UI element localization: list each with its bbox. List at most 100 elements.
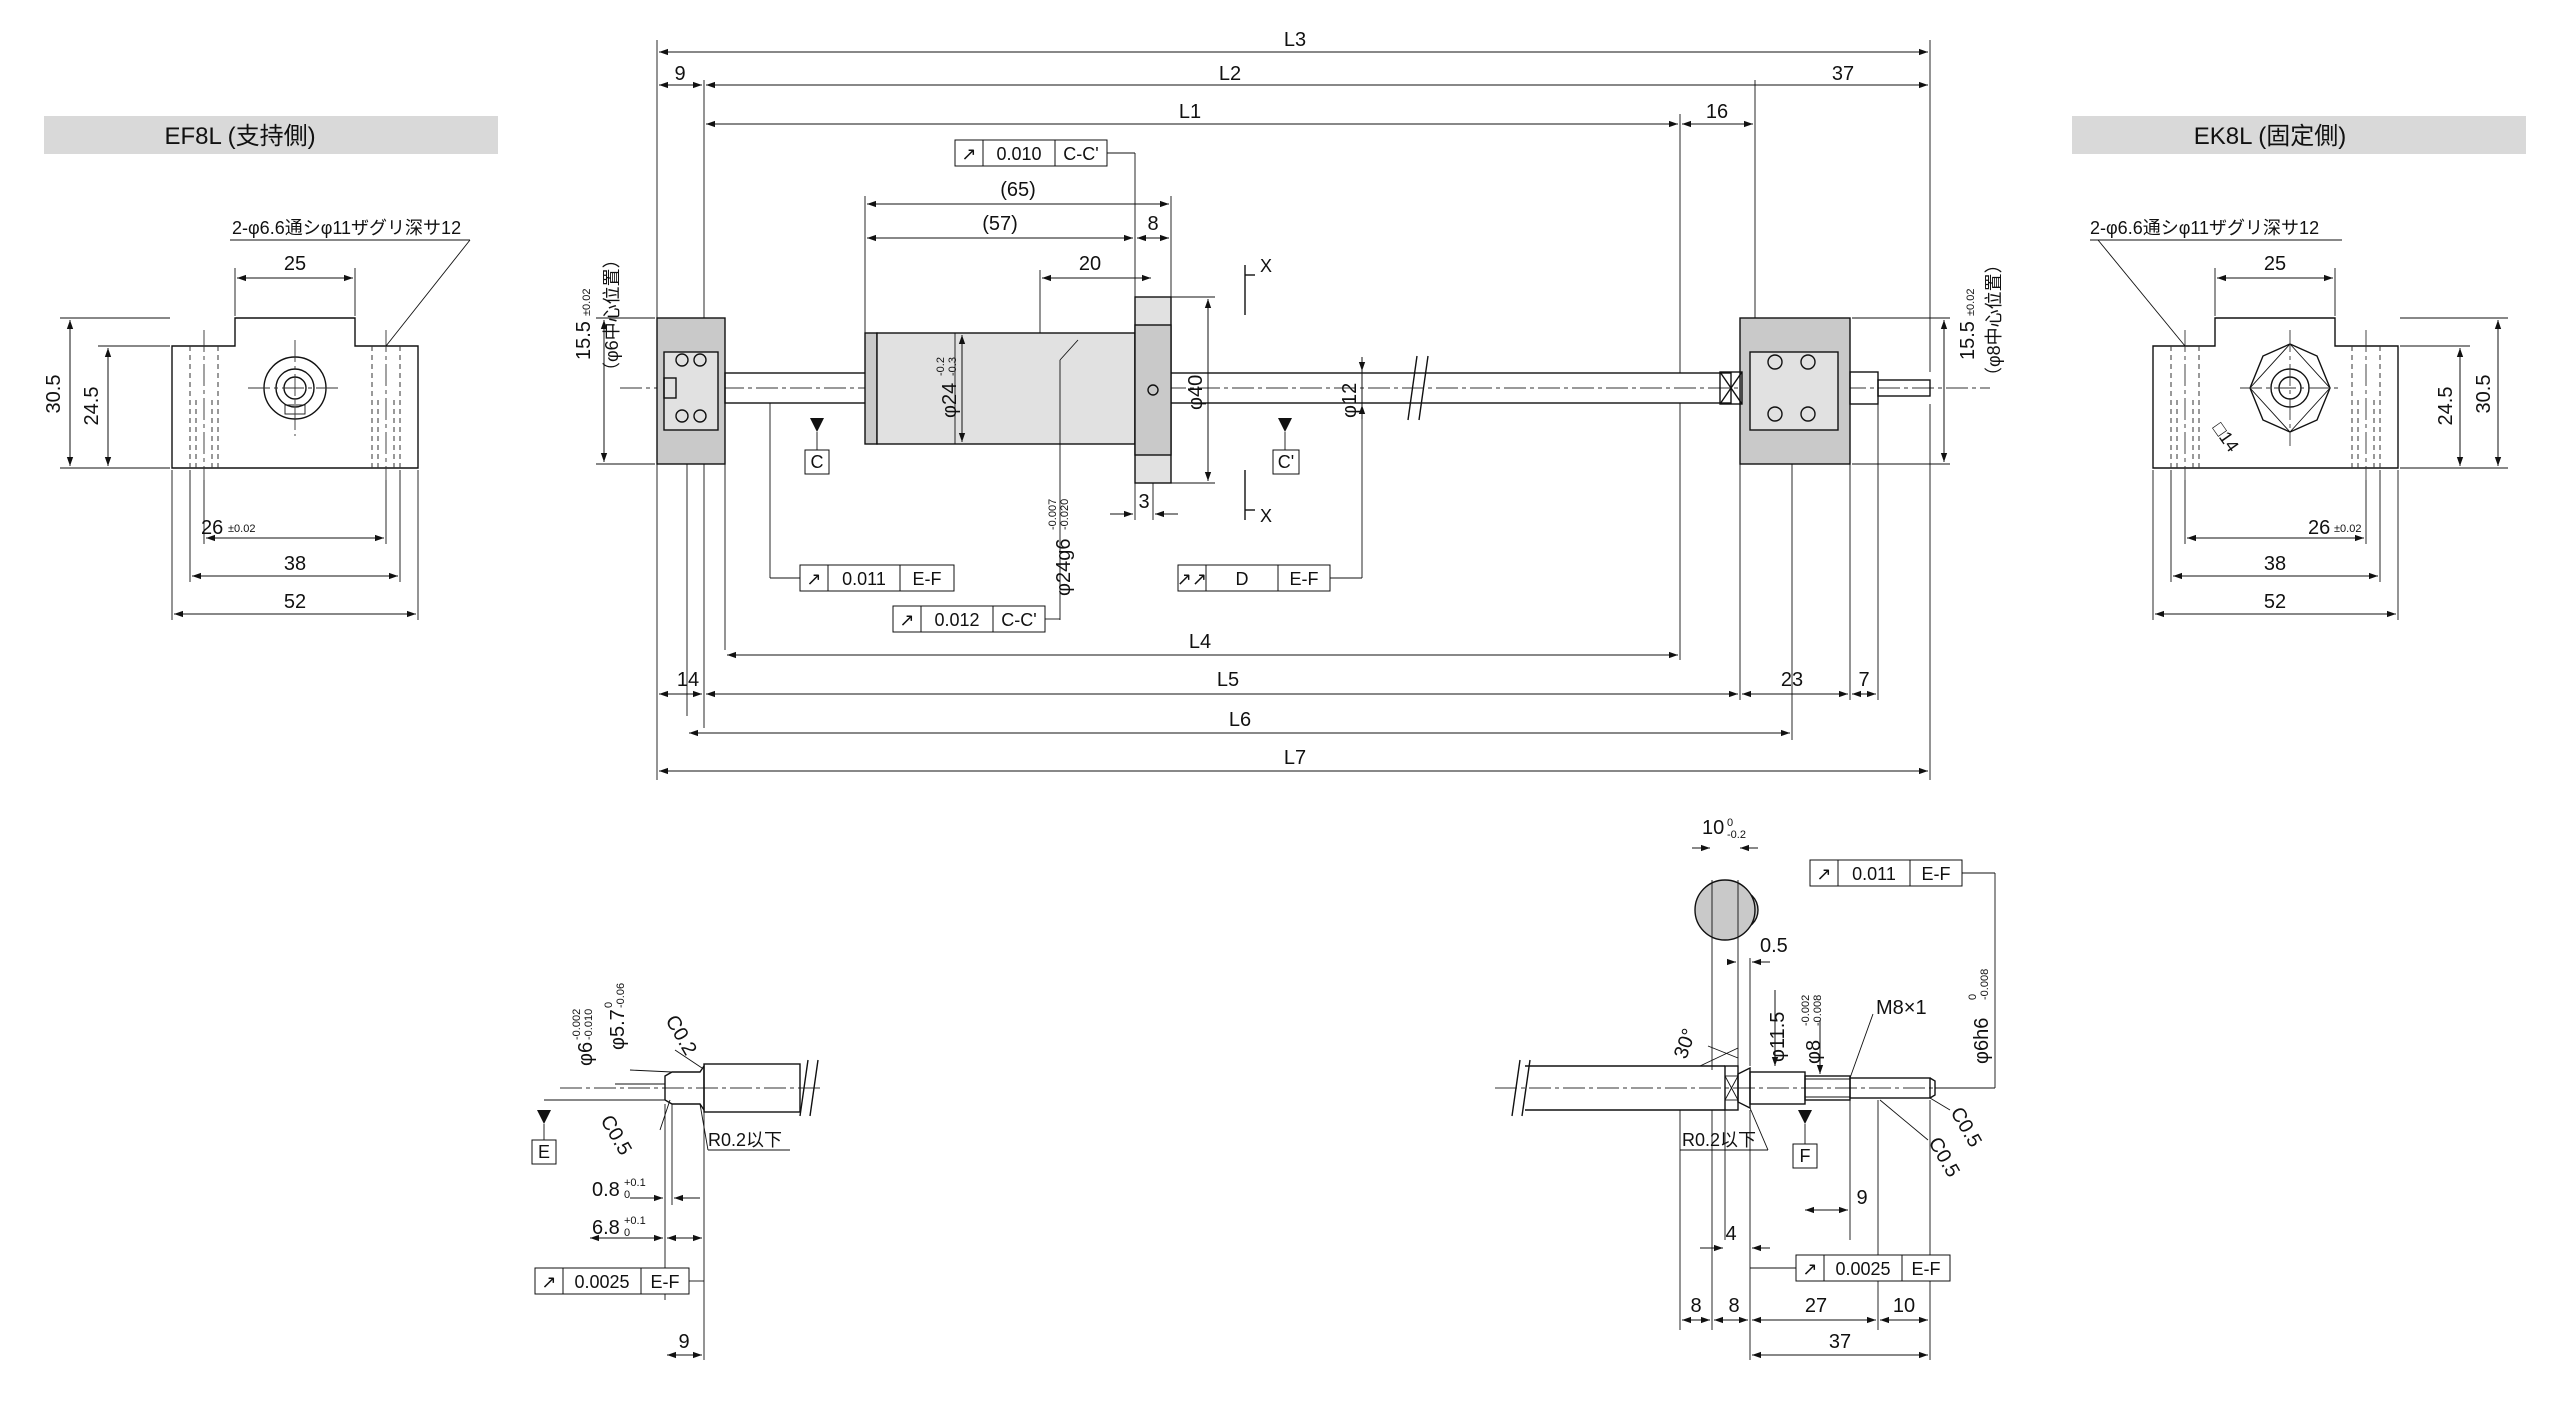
header-left: EF8L (支持側) (44, 116, 498, 154)
right-dim-38: 38 (2264, 553, 2286, 575)
detail-right-d9: 9 (1856, 1187, 1867, 1209)
phi24-tol-bot: -0.3 (947, 357, 959, 376)
dim-20: 20 (1079, 253, 1101, 275)
dim-l4: L4 (1189, 631, 1211, 653)
right-dim-26-tol: ±0.02 (2334, 523, 2361, 535)
detail-left-d08: 0.8 (592, 1179, 620, 1201)
detail-right-d37: 37 (1829, 1331, 1851, 1353)
gdt-frame-1: ↗ 0.010 C-C' (954, 139, 1136, 297)
gdt2-value: 0.011 (842, 569, 886, 589)
left-center-note: （φ6中心位置） (602, 250, 622, 380)
left-dim-52: 52 (284, 591, 306, 613)
gdt4-symbol: ↗↗ (1177, 569, 1207, 589)
detail-right-phi8: φ8 (1803, 1040, 1825, 1064)
gdt-frame-3: ↗ 0.012 C-C' (892, 605, 1060, 633)
dim-37: 37 (1832, 63, 1854, 85)
gdt2-symbol: ↗ (806, 569, 821, 589)
dim-57: (57) (982, 213, 1018, 235)
detail-left-phi6-tol-bot: -0.010 (583, 1009, 595, 1040)
detail-right-phi8-tol-top: -0.002 (1800, 995, 1812, 1026)
detail-right-d8a: 8 (1690, 1295, 1701, 1317)
gdt4-value: D (1236, 569, 1249, 589)
gdt1-symbol: ↗ (961, 144, 976, 164)
phi40-label: φ40 (1185, 375, 1207, 410)
detail-right-gdt1-value: 0.011 (1852, 864, 1896, 884)
detail-right-d8b: 8 (1728, 1295, 1739, 1317)
detail-left-phi57-tol-top: 0 (603, 1002, 615, 1008)
detail-right-datum-f: F (1800, 1146, 1811, 1166)
detail-left-c05: C0.5 (596, 1112, 636, 1160)
detail-right-30deg: 30° (1670, 1026, 1701, 1062)
detail-right-gdt2: ↗ 0.0025 E-F (1750, 1254, 1951, 1282)
dim-l1: L1 (1179, 101, 1201, 123)
detail-left: φ6 -0.002 -0.010 φ5.7 0 -0.06 C0.2 C0.5 … (531, 983, 820, 1360)
gdt3-symbol: ↗ (899, 610, 914, 630)
datum-c-prime: C' (1278, 452, 1294, 472)
dim-l3: L3 (1284, 29, 1306, 51)
right-hole-note: 2-φ6.6通シφ11ザグリ深サ12 (2090, 218, 2319, 238)
gdt1-value: 0.010 (996, 144, 1041, 164)
dim-8: 8 (1147, 213, 1158, 235)
detail-left-datum-e: E (538, 1142, 550, 1162)
detail-left-gdt-ref: E-F (651, 1272, 680, 1292)
detail-right-gdt1-ref: E-F (1922, 864, 1951, 884)
gdt-frame-2: ↗ 0.011 E-F (769, 403, 955, 592)
phi24-tol-top: -0.2 (935, 357, 947, 376)
right-dim-26: 26 (2308, 517, 2330, 539)
gdt3-ref: C-C' (1001, 610, 1036, 630)
detail-right-d10-tol-bot: -0.2 (1727, 829, 1746, 841)
detail-right-d10: 10 (1702, 817, 1724, 839)
detail-right-gdt1: ↗ 0.011 E-F (1809, 859, 1995, 887)
dim-l2: L2 (1219, 63, 1241, 85)
gdt-frame-4: ↗↗ D E-F (1177, 419, 1363, 592)
dim-65: (65) (1000, 179, 1036, 201)
gdt4-ref: E-F (1290, 569, 1319, 589)
detail-right: 10 0 -0.2 0.5 φ11.5 φ8 -0.002 -0.008 (1495, 817, 1996, 1360)
detail-left-phi57: φ5.7 (607, 1009, 629, 1050)
detail-right-d10-tol-top: 0 (1727, 817, 1733, 829)
right-center-note: （φ8中心位置） (1984, 255, 2004, 385)
detail-left-gdt-value: 0.0025 (574, 1272, 629, 1292)
detail-right-phi6h6-tol-bot: -0.008 (1979, 969, 1991, 1000)
detail-right-c05a: C0.5 (1946, 1104, 1986, 1152)
left-height: 15.5 (573, 321, 595, 360)
detail-right-gdt2-ref: E-F (1912, 1259, 1941, 1279)
detail-right-d10b: 10 (1893, 1295, 1915, 1317)
left-dim-25: 25 (284, 253, 306, 275)
left-hole-note: 2-φ6.6通シφ11ザグリ深サ12 (232, 218, 461, 238)
detail-right-m8: M8×1 (1876, 997, 1927, 1019)
phi24-label: φ24 (939, 383, 961, 418)
detail-right-d05: 0.5 (1760, 935, 1788, 957)
dim-16: 16 (1706, 101, 1728, 123)
dim-7: 7 (1858, 669, 1869, 691)
phi12-label: φ12 (1339, 383, 1361, 418)
right-dim-24-5: 24.5 (2435, 387, 2457, 426)
phi24g6-tol-bot: -0.020 (1059, 499, 1071, 530)
phi24g6-label: φ24g6 (1053, 539, 1075, 596)
header-right: EK8L (固定側) (2072, 116, 2526, 154)
right-square-label: □14 (2209, 419, 2243, 456)
detail-right-phi115: φ11.5 (1767, 1012, 1789, 1062)
left-dim-38: 38 (284, 553, 306, 575)
detail-left-phi57-tol-bot: -0.06 (615, 983, 627, 1008)
left-dim-30-5: 30.5 (43, 375, 65, 414)
left-dim-26-tol: ±0.02 (228, 523, 255, 535)
detail-right-phi6h6: φ6h6 (1971, 1018, 1993, 1064)
main-assembly: L3 9 L2 37 L1 16 ↗ 0.010 C-C' (65) (5 (573, 29, 2004, 780)
detail-left-d68: 6.8 (592, 1217, 620, 1239)
left-dim-26: 26 (201, 517, 223, 539)
header-left-label: EF8L (支持側) (164, 123, 315, 150)
detail-left-phi6-tol-top: -0.002 (571, 1009, 583, 1040)
gdt2-ref: E-F (913, 569, 942, 589)
detail-left-phi6: φ6 (575, 1042, 597, 1066)
right-dim-52: 52 (2264, 591, 2286, 613)
detail-left-gdt: ↗ 0.0025 E-F (534, 1267, 704, 1295)
section-x-bottom: X (1260, 506, 1272, 526)
dim-l6: L6 (1229, 709, 1251, 731)
detail-left-gdt-symbol: ↗ (541, 1272, 556, 1292)
left-end-view: 2-φ6.6通シφ11ザグリ深サ12 25 30.5 24.5 26 ±0.02… (43, 218, 471, 620)
detail-right-phi8-tol-bot: -0.008 (1812, 995, 1824, 1026)
gdt1-ref: C-C' (1063, 144, 1098, 164)
detail-left-r02: R0.2以下 (708, 1130, 782, 1150)
